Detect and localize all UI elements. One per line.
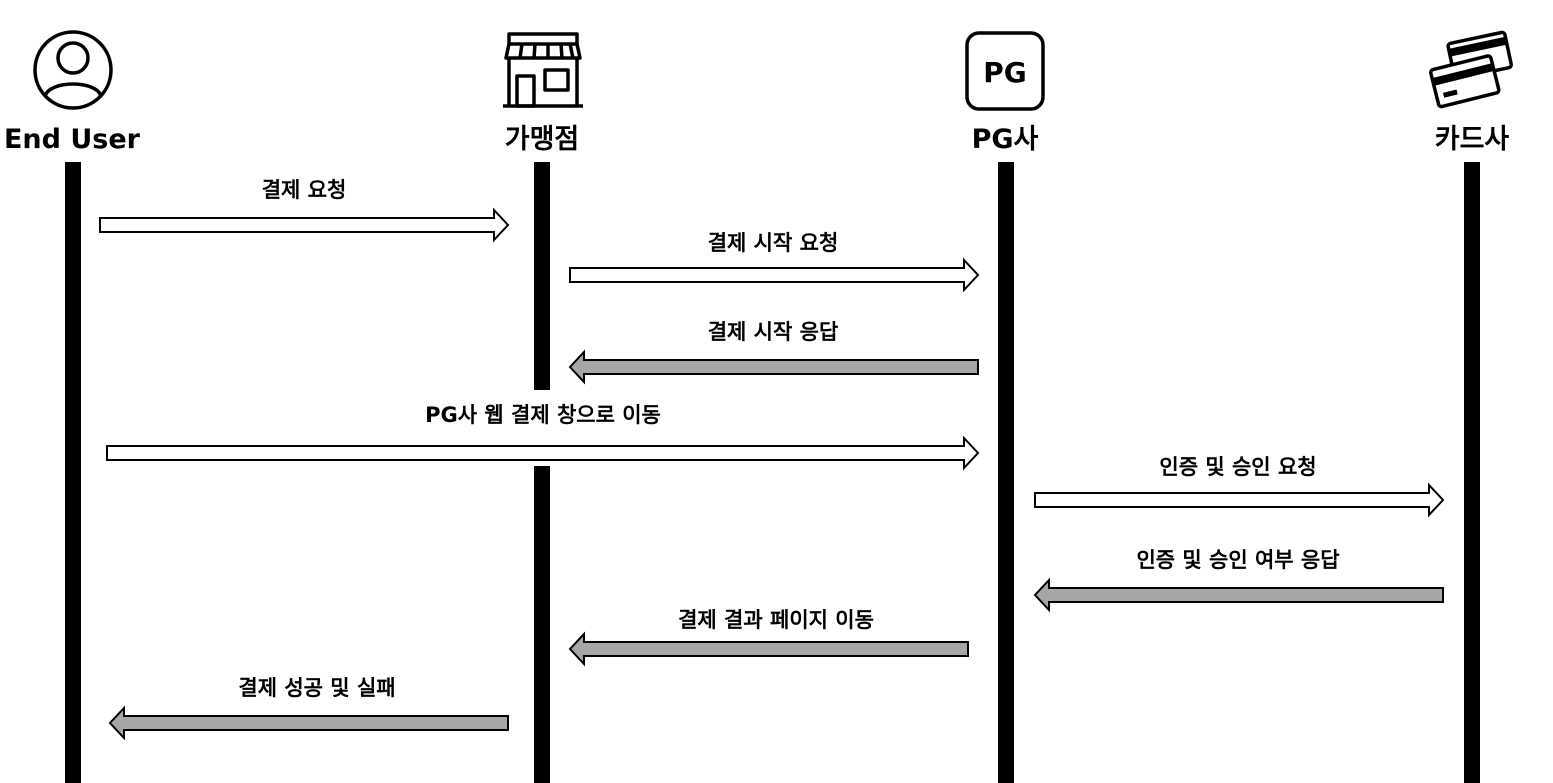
message-label: 결제 시작 요청	[708, 231, 839, 255]
lifeline-merchant-lower	[534, 466, 550, 783]
message-move-to-pg-payment-window: PG사 웹 결제 창으로 이동	[106, 403, 980, 471]
message-label: 인증 및 승인 요청	[1159, 455, 1316, 479]
actor-card-company: 카드사	[1428, 30, 1513, 783]
lifeline-merchant-upper	[534, 162, 550, 390]
arrow-request	[1034, 482, 1445, 518]
lifeline-card-company	[1464, 162, 1480, 783]
actor-end-user: End User	[4, 30, 141, 783]
message-label: 결제 성공 및 실패	[238, 676, 395, 700]
store-icon	[503, 32, 583, 108]
arrow-request	[106, 435, 980, 471]
arrow-request	[99, 207, 510, 243]
arrow-response	[568, 631, 969, 667]
pg-icon-text: PG	[983, 56, 1027, 89]
message-payment-start-request: 결제 시작 요청	[569, 231, 980, 293]
message-label: PG사 웹 결제 창으로 이동	[425, 403, 661, 427]
message-payment-success-failure: 결제 성공 및 실패	[108, 676, 509, 741]
lifeline-pg	[998, 162, 1014, 783]
actor-label-pg: PG사	[972, 124, 1039, 155]
arrow-response	[1033, 577, 1444, 613]
actor-pg: PG PG사	[965, 31, 1045, 783]
message-auth-approval-response: 인증 및 승인 여부 응답	[1033, 548, 1444, 613]
message-label: 결제 시작 응답	[708, 320, 839, 344]
message-auth-approval-request: 인증 및 승인 요청	[1034, 455, 1445, 518]
actor-label-end-user: End User	[4, 124, 141, 155]
message-label: 결제 결과 페이지 이동	[678, 608, 874, 632]
message-move-to-result-page: 결제 결과 페이지 이동	[568, 608, 969, 667]
actor-merchant: 가맹점	[503, 32, 583, 783]
arrow-response	[568, 349, 979, 385]
credit-card-icon	[1428, 30, 1513, 109]
message-payment-request: 결제 요청	[99, 178, 510, 243]
arrow-response	[108, 705, 509, 741]
message-payment-start-response: 결제 시작 응답	[568, 320, 979, 385]
lifeline-end-user	[65, 162, 81, 783]
actor-label-merchant: 가맹점	[505, 124, 580, 155]
pg-icon: PG	[965, 31, 1045, 111]
arrow-request	[569, 257, 980, 293]
actor-label-card-company: 카드사	[1435, 124, 1510, 155]
message-label: 결제 요청	[262, 178, 347, 202]
user-icon	[33, 30, 113, 110]
message-label: 인증 및 승인 여부 응답	[1136, 548, 1339, 572]
